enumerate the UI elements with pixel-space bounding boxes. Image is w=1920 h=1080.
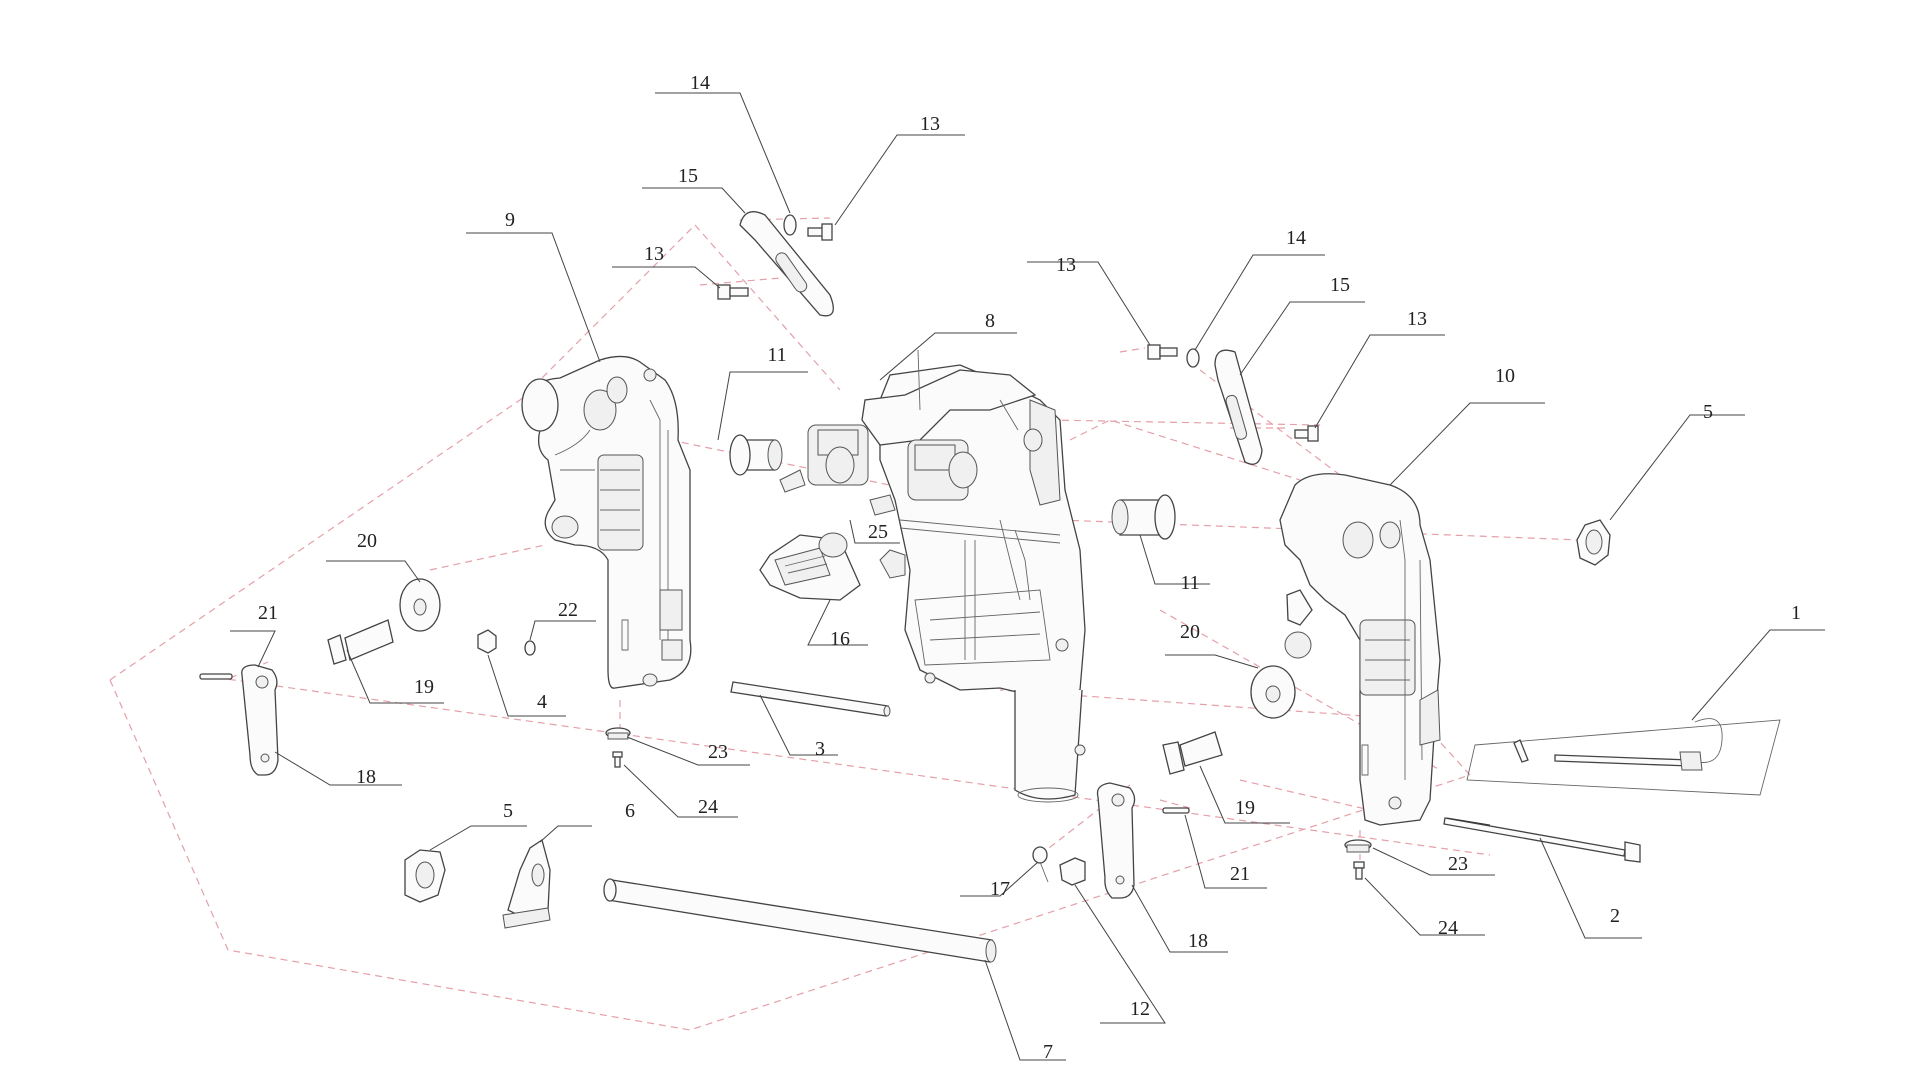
callout-22: 22 bbox=[558, 599, 578, 621]
callout-24-left: 24 bbox=[698, 796, 718, 818]
callout-13-right: 13 bbox=[1407, 308, 1427, 330]
callout-19-left: 19 bbox=[414, 676, 434, 698]
callout-7: 7 bbox=[1043, 1041, 1053, 1063]
part-11-bushings bbox=[729, 434, 1176, 540]
callout-13-top-right: 13 bbox=[920, 113, 940, 135]
callout-15-left: 15 bbox=[678, 165, 698, 187]
callout-3: 3 bbox=[815, 738, 825, 760]
part-16-clip bbox=[759, 532, 861, 601]
callout-19-right: 19 bbox=[1235, 797, 1255, 819]
part-15-links bbox=[739, 211, 1263, 465]
part-10-right-bracket bbox=[1279, 473, 1441, 826]
assembly-paths bbox=[109, 217, 1581, 1031]
callout-16: 16 bbox=[830, 628, 850, 650]
callout-14-right: 14 bbox=[1286, 227, 1306, 249]
callout-20-left: 20 bbox=[357, 530, 377, 552]
part-3-pin bbox=[730, 681, 891, 717]
part-1-pin-kit bbox=[1466, 718, 1781, 796]
callout-12: 12 bbox=[1130, 998, 1150, 1020]
part-12-plug bbox=[1059, 857, 1086, 886]
part-8-center-body bbox=[807, 349, 1086, 803]
callout-9: 9 bbox=[505, 209, 515, 231]
part-6-bracket-plate bbox=[502, 838, 551, 929]
part-7-threaded-rod bbox=[603, 878, 997, 963]
part-24-screws bbox=[612, 751, 1365, 880]
part-4-nut bbox=[477, 629, 497, 654]
callout-5-right: 5 bbox=[1703, 401, 1713, 423]
callout-1: 1 bbox=[1791, 602, 1801, 624]
part-21-pins bbox=[199, 673, 1190, 814]
callout-2: 2 bbox=[1610, 905, 1620, 927]
part-13-bolts bbox=[717, 223, 1319, 442]
part-14-washers bbox=[783, 214, 1200, 368]
callout-14-top: 14 bbox=[690, 72, 710, 94]
callout-21-right: 21 bbox=[1230, 863, 1250, 885]
callout-11-left: 11 bbox=[767, 344, 786, 366]
callout-21-left: 21 bbox=[258, 602, 278, 624]
part-19-bolts bbox=[327, 619, 1223, 775]
callout-13-left: 13 bbox=[644, 243, 664, 265]
part-22-washer bbox=[524, 640, 536, 656]
callout-labels: 14 13 15 13 9 8 13 14 15 13 10 5 11 11 2… bbox=[258, 72, 1801, 1063]
callout-23-left: 23 bbox=[708, 741, 728, 763]
part-9-left-bracket bbox=[521, 355, 692, 689]
callout-25: 25 bbox=[868, 521, 888, 543]
callout-23-right: 23 bbox=[1448, 853, 1468, 875]
callout-5-left: 5 bbox=[503, 800, 513, 822]
part-5-nuts bbox=[404, 519, 1611, 903]
callout-20-right: 20 bbox=[1180, 621, 1200, 643]
callout-18-left: 18 bbox=[356, 766, 376, 788]
part-20-washers bbox=[399, 578, 1296, 719]
callout-18-right: 18 bbox=[1188, 930, 1208, 952]
leader-lines bbox=[230, 92, 1825, 1061]
part-18-levers bbox=[241, 664, 1136, 899]
callout-17: 17 bbox=[990, 878, 1010, 900]
part-17-washer bbox=[1032, 846, 1049, 883]
callout-24-right: 24 bbox=[1438, 917, 1458, 939]
callout-8: 8 bbox=[985, 310, 995, 332]
callout-11-right: 11 bbox=[1180, 572, 1199, 594]
callout-13-mid: 13 bbox=[1056, 254, 1076, 276]
part-25-spring bbox=[779, 469, 896, 516]
callout-6: 6 bbox=[625, 800, 635, 822]
part-23-caps bbox=[605, 727, 1372, 853]
callout-15-right: 15 bbox=[1330, 274, 1350, 296]
callout-10: 10 bbox=[1495, 365, 1515, 387]
part-2-long-bolt bbox=[1443, 817, 1641, 863]
callout-4: 4 bbox=[537, 691, 547, 713]
